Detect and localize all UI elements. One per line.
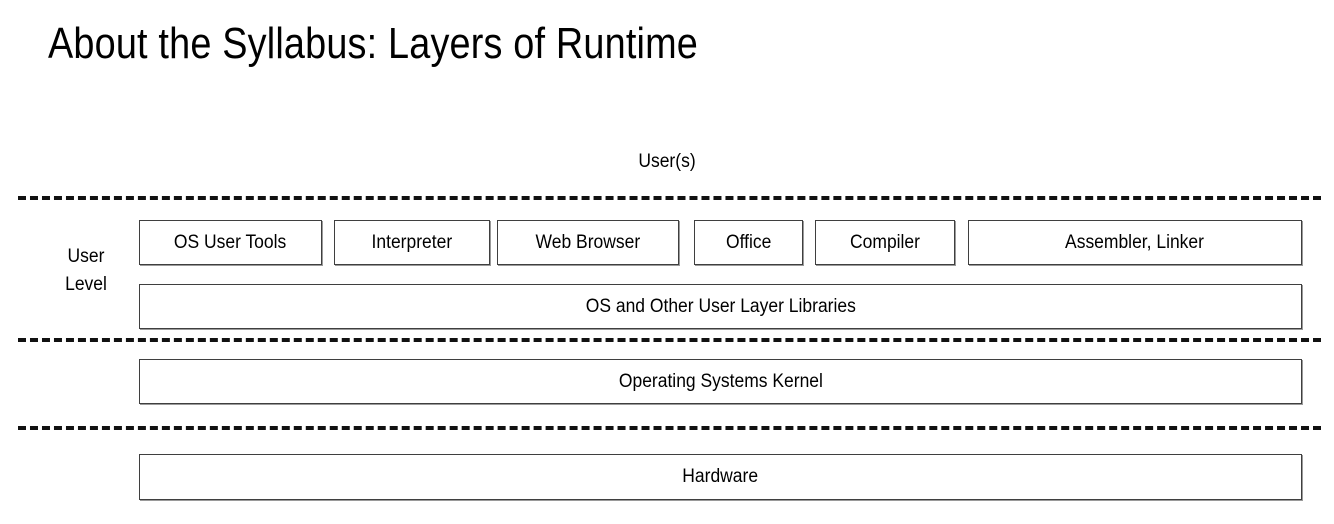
- layer-box-os-user-tools[interactable]: OS User Tools: [139, 220, 322, 265]
- layer-box-os-kernel[interactable]: Operating Systems Kernel: [139, 359, 1302, 404]
- layer-box-label: Interpreter: [371, 231, 453, 253]
- divider-user-boundary: [18, 196, 1321, 200]
- layer-box-label: OS and Other User Layer Libraries: [585, 295, 856, 317]
- users-label: User(s): [638, 151, 696, 172]
- layer-box-label: OS User Tools: [174, 231, 287, 253]
- user-level-label: User Level: [44, 243, 129, 299]
- layer-box-assembler-linker[interactable]: Assembler, Linker: [968, 220, 1302, 265]
- layer-box-label: Web Browser: [535, 231, 641, 253]
- layer-box-label: Hardware: [682, 466, 759, 487]
- layer-box-label: Office: [725, 231, 772, 253]
- layer-box-hardware[interactable]: Hardware: [139, 454, 1302, 500]
- layer-box-label: Compiler: [850, 231, 920, 253]
- divider-kernel-boundary: [18, 338, 1321, 342]
- layer-box-web-browser[interactable]: Web Browser: [497, 220, 679, 265]
- user-level-box-row: OS User Tools Interpreter Web Browser Of…: [139, 220, 1302, 265]
- layer-box-label: Assembler, Linker: [1065, 231, 1205, 253]
- layer-box-user-libraries[interactable]: OS and Other User Layer Libraries: [139, 284, 1302, 329]
- layer-box-compiler[interactable]: Compiler: [815, 220, 955, 265]
- layer-box-office[interactable]: Office: [694, 220, 803, 265]
- layer-box-label: Operating Systems Kernel: [618, 370, 823, 392]
- divider-hardware-boundary: [18, 426, 1321, 430]
- layer-box-interpreter[interactable]: Interpreter: [334, 220, 490, 265]
- user-level-label-line-2: Level: [65, 274, 107, 295]
- page-title: About the Syllabus: Layers of Runtime: [48, 19, 698, 68]
- user-level-label-line-1: User: [67, 246, 105, 267]
